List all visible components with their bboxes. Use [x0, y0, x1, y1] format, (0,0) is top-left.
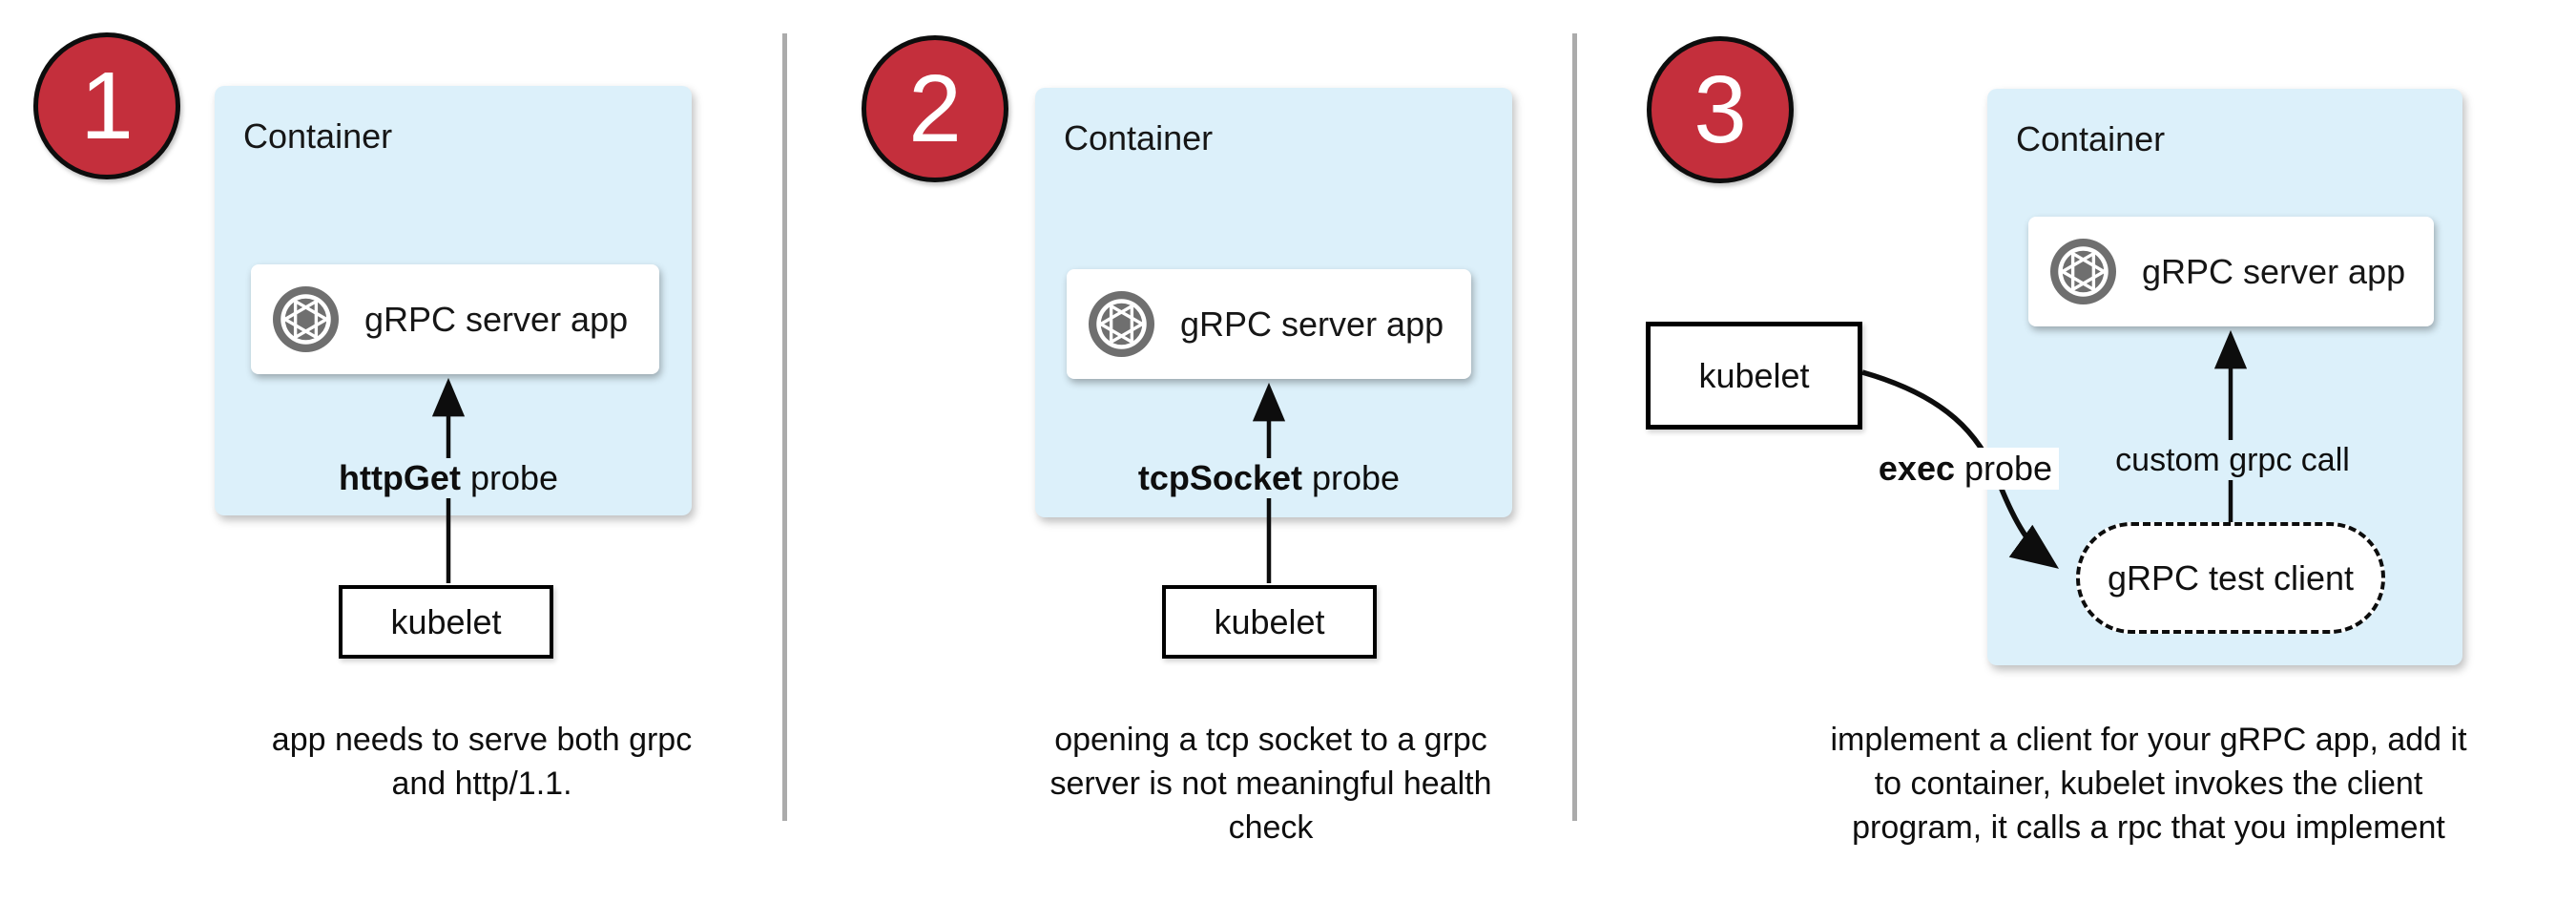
- grpc-test-client-pill: gRPC test client: [2076, 522, 2385, 634]
- step-badge-3: 3: [1647, 36, 1794, 183]
- probe-word: probe: [1964, 449, 2053, 488]
- probe-type: httpGet: [338, 458, 461, 497]
- grpc-server-app-box-1: gRPC server app: [251, 264, 659, 374]
- probe-word: probe: [1311, 458, 1401, 497]
- caption-panel-2: opening a tcp socket to a grpc server is…: [985, 718, 1557, 850]
- panel-divider-1: [782, 33, 787, 821]
- step-badge-2: 2: [862, 35, 1008, 182]
- grpc-server-app-label: gRPC server app: [2142, 251, 2406, 291]
- step-number: 3: [1693, 56, 1747, 163]
- kubelet-box-3: kubelet: [1646, 322, 1862, 430]
- caption-line: program, it calls a rpc that you impleme…: [1852, 809, 2445, 846]
- grpc-server-app-label: gRPC server app: [364, 299, 629, 339]
- panel-divider-2: [1572, 33, 1577, 821]
- probe-type: tcpSocket: [1137, 458, 1302, 497]
- grpc-server-app-box-2: gRPC server app: [1067, 269, 1471, 379]
- aperture-icon: [1089, 291, 1154, 357]
- grpc-server-app-box-3: gRPC server app: [2028, 217, 2434, 326]
- step-number: 1: [80, 52, 134, 159]
- kubelet-box-2: kubelet: [1162, 585, 1377, 659]
- probe-type: exec: [1878, 449, 1955, 488]
- step-number: 2: [908, 55, 962, 162]
- custom-grpc-call-label: custom grpc call: [2094, 440, 2371, 480]
- caption-panel-3: implement a client for your gRPC app, ad…: [1815, 718, 2483, 850]
- kubelet-label: kubelet: [1698, 355, 1810, 395]
- step-badge-1: 1: [33, 32, 180, 179]
- aperture-icon: [2050, 239, 2116, 304]
- grpc-test-client-label: gRPC test client: [2107, 557, 2355, 598]
- kubelet-label: kubelet: [1214, 601, 1325, 641]
- aperture-icon: [273, 286, 339, 352]
- caption-line: to container, kubelet invokes the client: [1874, 766, 2423, 802]
- container-label: Container: [2016, 119, 2166, 158]
- container-label: Container: [1064, 118, 1214, 157]
- custom-grpc-call-text: custom grpc call: [2115, 442, 2350, 478]
- caption-line: app needs to serve both grpc: [271, 722, 693, 758]
- caption-line: implement a client for your gRPC app, ad…: [1830, 722, 2467, 758]
- caption-line: server is not meaningful health: [1049, 766, 1492, 802]
- caption-line: and http/1.1.: [391, 766, 572, 802]
- grpc-server-app-label: gRPC server app: [1180, 304, 1444, 344]
- kubelet-box-1: kubelet: [339, 585, 553, 659]
- container-label: Container: [243, 116, 393, 156]
- probe-word: probe: [469, 458, 559, 497]
- kubelet-label: kubelet: [390, 601, 502, 641]
- caption-line: check: [1228, 809, 1314, 846]
- caption-panel-1: app needs to serve both grpc and http/1.…: [196, 718, 768, 806]
- caption-line: opening a tcp socket to a grpc: [1054, 722, 1487, 758]
